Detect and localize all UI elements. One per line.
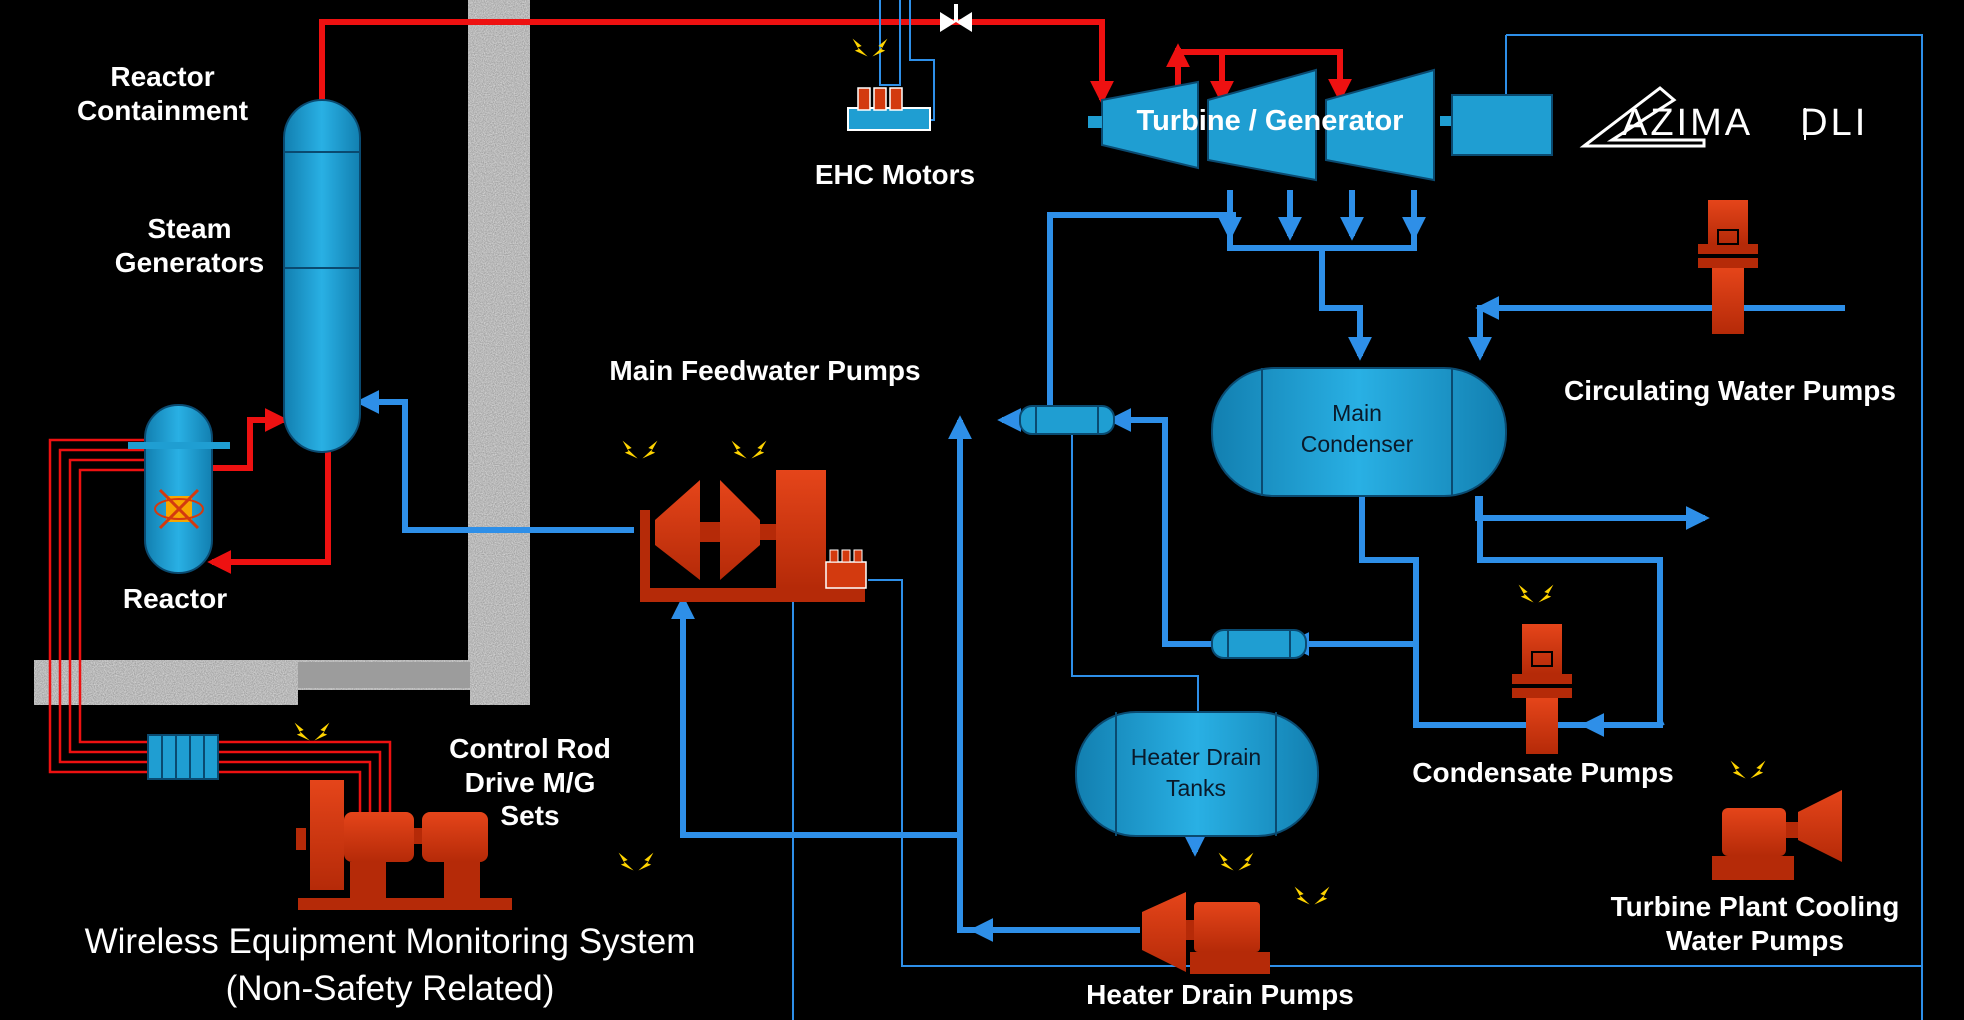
label-control-rod-drive: Control Rod Drive M/G Sets xyxy=(449,733,611,832)
control-rod-mg-set xyxy=(292,719,656,910)
condensate-pump xyxy=(1512,581,1572,754)
control-rod-lines xyxy=(48,438,392,825)
instrument-lines xyxy=(792,0,1923,1020)
ehc-motors xyxy=(847,35,931,131)
label-main-feedwater-pumps: Main Feedwater Pumps xyxy=(609,355,921,386)
logo-chevron-icon xyxy=(1579,86,1806,148)
label-main-condenser: Main Condenser xyxy=(1300,400,1414,458)
valve-icon xyxy=(940,4,972,32)
label-turbine-plant-cooling: Turbine Plant Cooling Water Pumps xyxy=(1610,891,1900,956)
reactor-vessel xyxy=(128,404,230,574)
label-turbine-generator: Turbine / Generator xyxy=(1136,105,1404,137)
footer-title: Wireless Equipment Monitoring System (No… xyxy=(84,922,696,1009)
label-reactor: Reactor xyxy=(122,583,228,614)
label-circulating-water-pumps: Circulating Water Pumps xyxy=(1564,375,1896,406)
label-reactor-containment: Reactor Containment xyxy=(76,61,249,126)
main-feedwater-pump xyxy=(620,437,867,602)
turbine-generator xyxy=(1088,68,1553,182)
containment-wall xyxy=(34,0,530,708)
circulating-water-pump xyxy=(1698,200,1758,334)
label-heater-drain-tanks: Heater Drain Tanks xyxy=(1130,744,1262,802)
cooling-water-pump xyxy=(1712,757,1842,880)
steam-lines xyxy=(207,19,1352,574)
feedwater-heater-lower xyxy=(1211,629,1307,659)
label-steam-generators: Steam Generators xyxy=(114,213,265,278)
logo: AZIMA DLI xyxy=(1622,102,1868,145)
label-condensate-pumps: Condensate Pumps xyxy=(1412,757,1674,788)
feedwater-heater-upper xyxy=(1019,405,1115,435)
label-heater-drain-pumps: Heater Drain Pumps xyxy=(1086,979,1354,1010)
main-condenser xyxy=(1211,367,1507,497)
steam-generator xyxy=(283,99,361,453)
control-rod-connector xyxy=(147,734,219,780)
heater-drain-tanks xyxy=(1075,711,1319,837)
logo-right: DLI xyxy=(1800,102,1869,144)
label-ehc-motors: EHC Motors xyxy=(814,159,976,190)
heater-drain-pump xyxy=(1142,849,1332,974)
logo-left: AZIMA xyxy=(1622,102,1752,144)
fuel-core-icon xyxy=(154,488,204,530)
